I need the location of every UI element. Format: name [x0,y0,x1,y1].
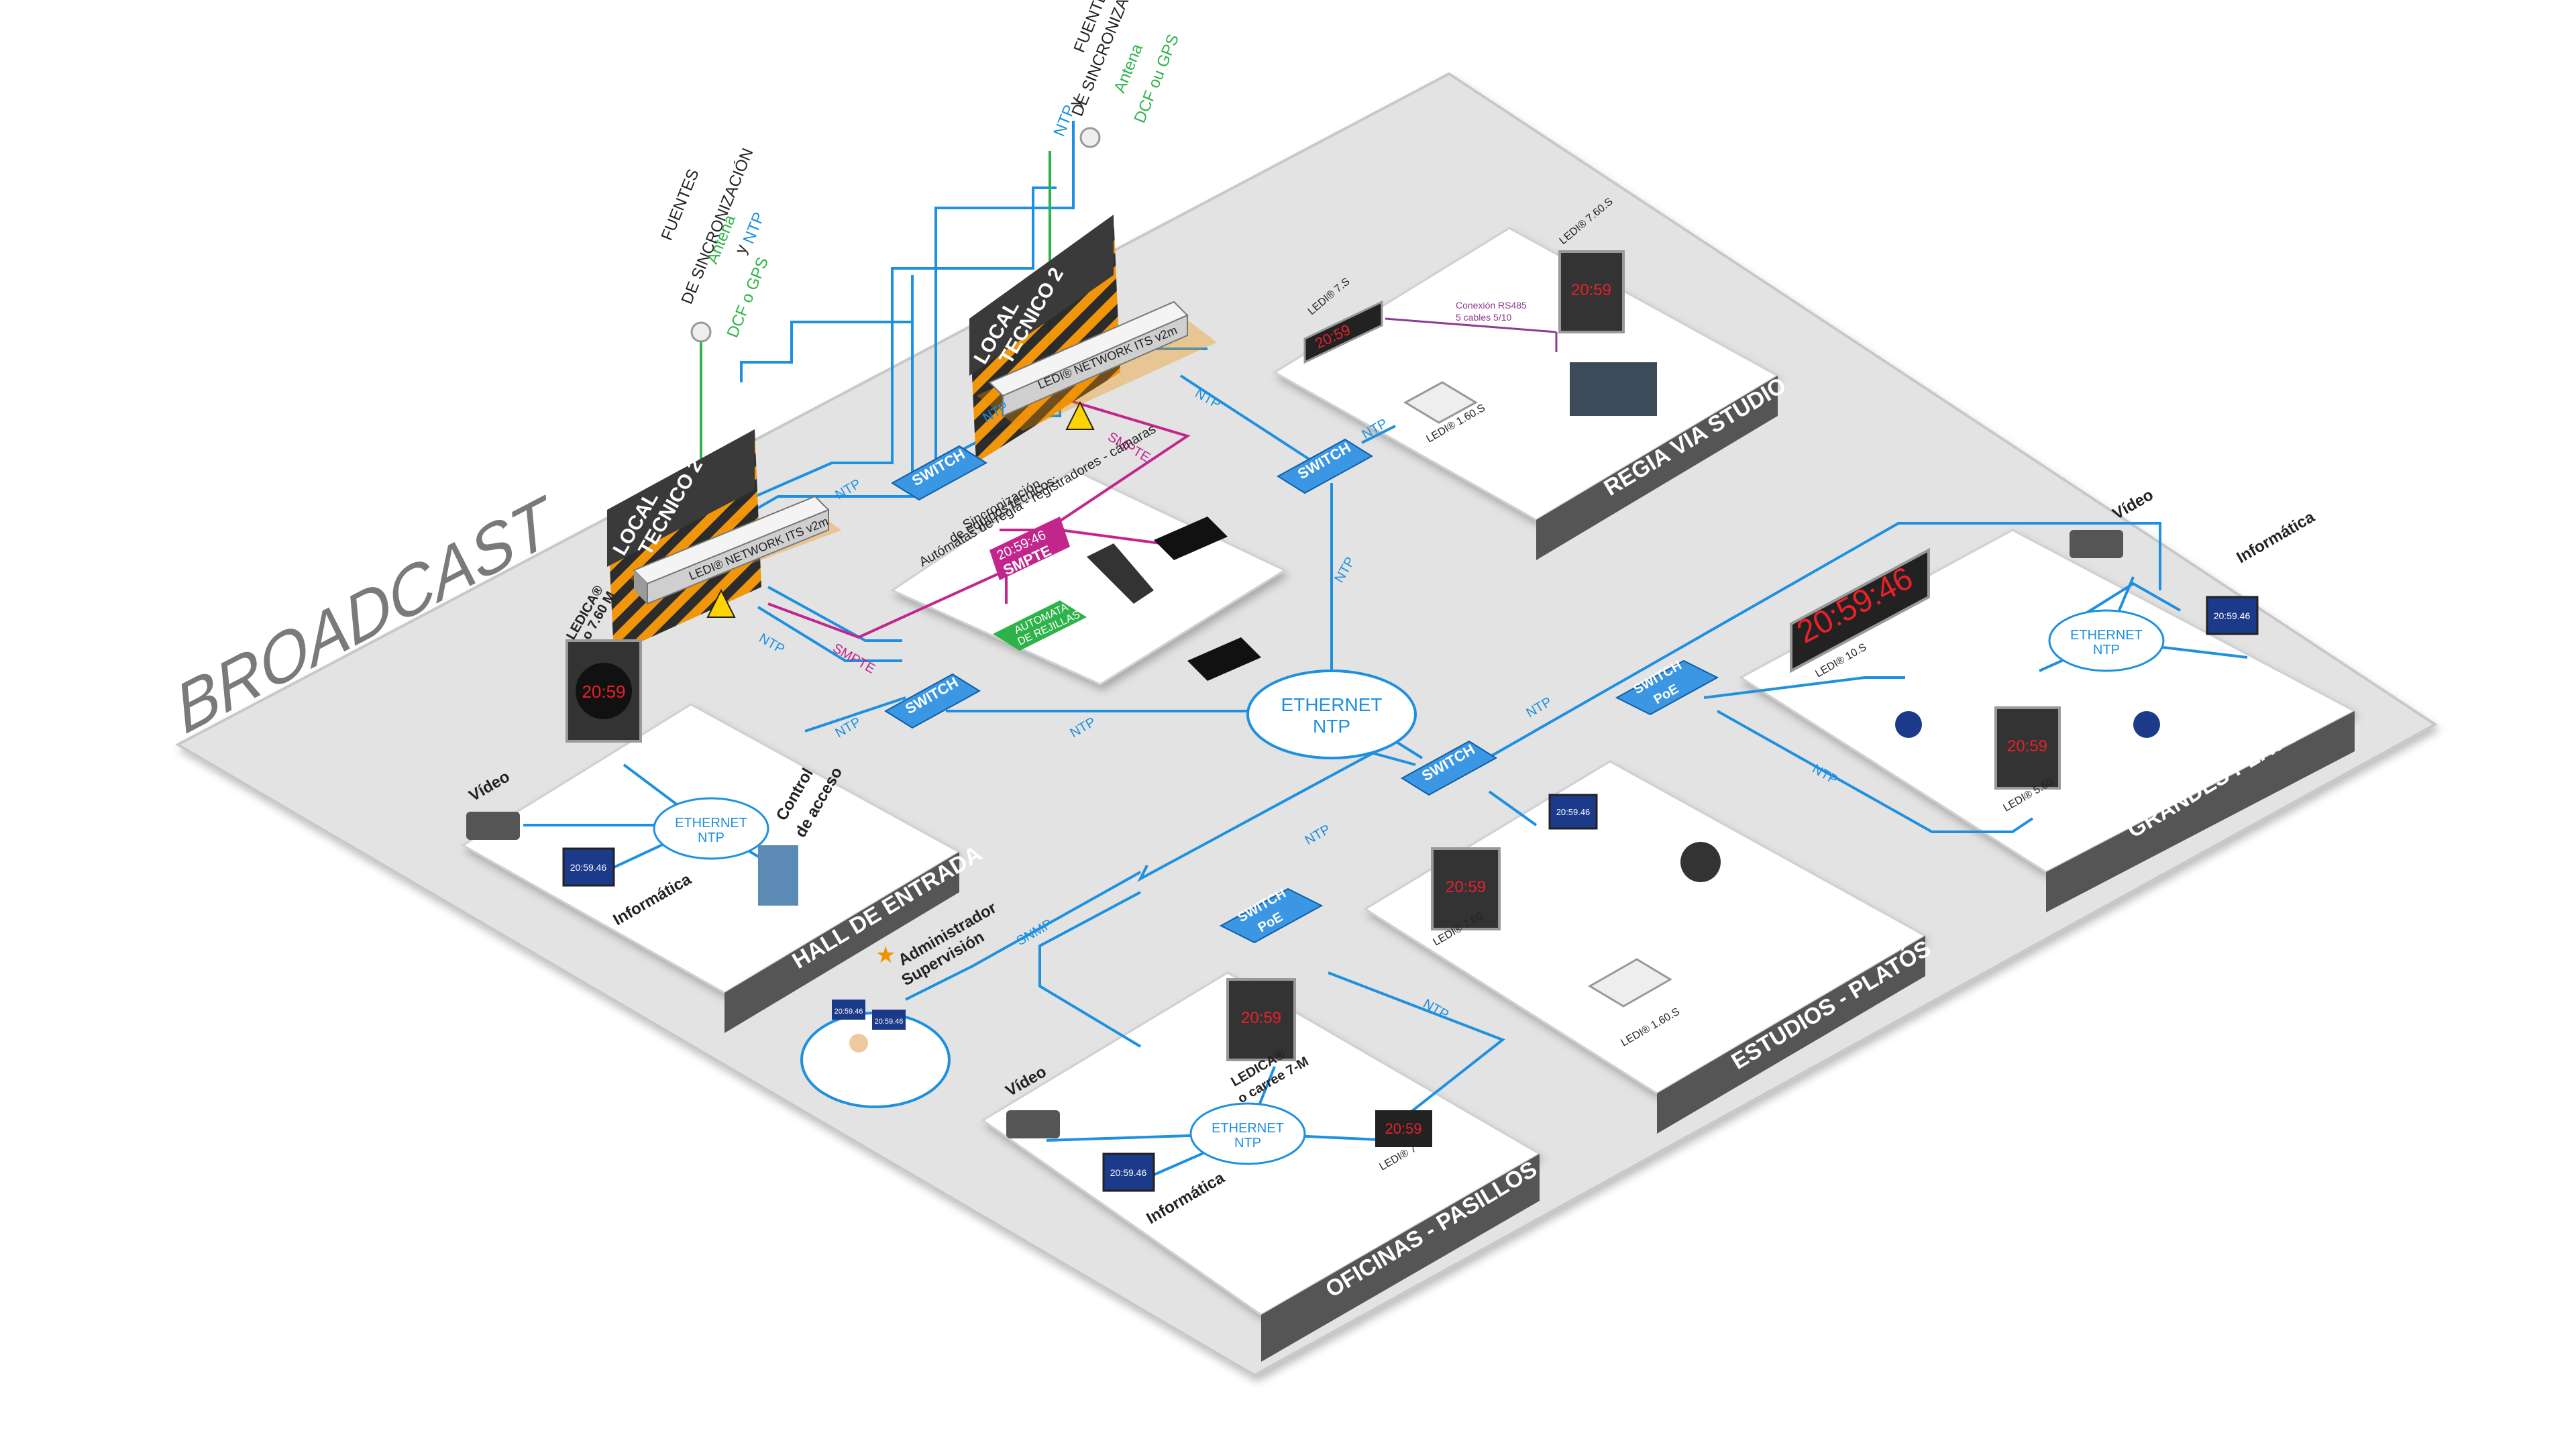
studio-table-icon [1680,842,1721,882]
svg-text:Vídeo: Vídeo [2110,486,2157,523]
svg-text:Conexión RS485: Conexión RS485 [1456,300,1527,311]
smpte-lines [767,394,1191,639]
svg-text:ETHERNET: ETHERNET [1281,694,1383,715]
regia-console [1570,362,1657,416]
smpte-clock [989,517,1070,580]
ethernet-hub-grandes: ETHERNET NTP [2048,609,2165,672]
ofi-info-screen [1102,1152,1155,1192]
admin-person [849,1034,868,1053]
recorder-icon-top [1154,517,1228,560]
svg-text:5 cables 5/10: 5 cables 5/10 [1456,312,1511,323]
svg-text:NTP: NTP [1234,1136,1261,1150]
svg-text:20:59.46: 20:59.46 [2214,610,2251,621]
antenna-left-icon [690,321,712,343]
sources-left-ntp: NTP [740,210,769,247]
svg-text:20:59: 20:59 [1385,1120,1421,1137]
svg-text:20:59: 20:59 [2007,737,2047,755]
sources-right-antenna: Antena [1111,41,1147,95]
gp-info-screen [2206,596,2259,635]
admin-star-icon: ★ [875,943,896,968]
antenna-right-icon [1079,127,1101,148]
svg-text:NTP: NTP [1313,716,1350,737]
svg-text:20:59: 20:59 [1446,878,1486,896]
svg-text:20:59.46: 20:59.46 [1110,1167,1147,1178]
admin-screen-2 [872,1010,906,1030]
ofi-video-camera [1006,1110,1060,1138]
zone-smpte [890,468,1287,686]
svg-text:20:59.46: 20:59.46 [835,1008,863,1016]
hall-video-camera [466,812,520,840]
sources-left: FUENTES DE SINCRONIZACIÓN Antena DCF o G… [658,146,772,343]
est-ledi760-clock [1431,847,1501,930]
sources-left-title1: FUENTES [658,166,703,243]
sources-left-dcf: DCF o GPS [724,255,772,341]
svg-text:ETHERNET: ETHERNET [1212,1121,1284,1136]
gp-camera-operator-2 [2133,711,2160,738]
sources-right-ntp: NTP [1051,103,1079,140]
svg-text:ETHERNET: ETHERNET [2070,628,2143,643]
regia-led160s-clock [1403,381,1479,424]
svg-text:ETHERNET: ETHERNET [675,816,747,830]
recorder-icon-bottom [1187,637,1261,681]
regia-led7s-clock [1303,300,1383,364]
gp-led560-clock [1994,706,2061,790]
access-gate-icon [758,845,798,906]
ofi-ledi7-clock [1375,1110,1432,1147]
svg-text:20:59.46: 20:59.46 [1556,807,1591,817]
hall-info-screen [562,847,615,887]
svg-text:20:59: 20:59 [582,682,625,702]
est-ledi160-clock [1588,958,1672,1008]
ethernet-hub-hall: ETHERNET NTP [653,797,769,860]
svg-text:Informática: Informática [2234,508,2318,567]
regia-led760s-clock [1558,250,1625,333]
sources-left-y: y [732,242,752,256]
gp-led10-clock [1790,547,1930,674]
admin-screen-1 [832,1000,865,1020]
svg-text:20:59.46: 20:59.46 [875,1018,904,1026]
local-tecnico-left: LOCAL TECNICO 2 LEDI® NETWORK ITS v2m [607,429,842,654]
sources-right: FUENTES DE SINCRONIZACIÓN NTP y Antena D… [1051,0,1183,148]
svg-text:20:59: 20:59 [1571,281,1611,299]
gp-camera-operator-1 [1895,711,1922,738]
svg-text:20:59.46: 20:59.46 [570,862,607,873]
ethernet-hub-main: ETHERNET NTP [1246,669,1417,759]
svg-text:NTP: NTP [2093,643,2120,657]
rs485-lines [1385,317,1558,352]
automata-device [993,600,1087,651]
gp-video-camera [2070,530,2123,558]
ethernet-hub-oficinas: ETHERNET NTP [1189,1102,1306,1165]
ofi-ledica-clock [1226,978,1296,1061]
est-info-screen [1548,794,1598,830]
svg-text:NTP: NTP [698,830,724,845]
svg-text:20:59: 20:59 [1241,1009,1281,1027]
camera-rig-icon [1087,543,1154,604]
